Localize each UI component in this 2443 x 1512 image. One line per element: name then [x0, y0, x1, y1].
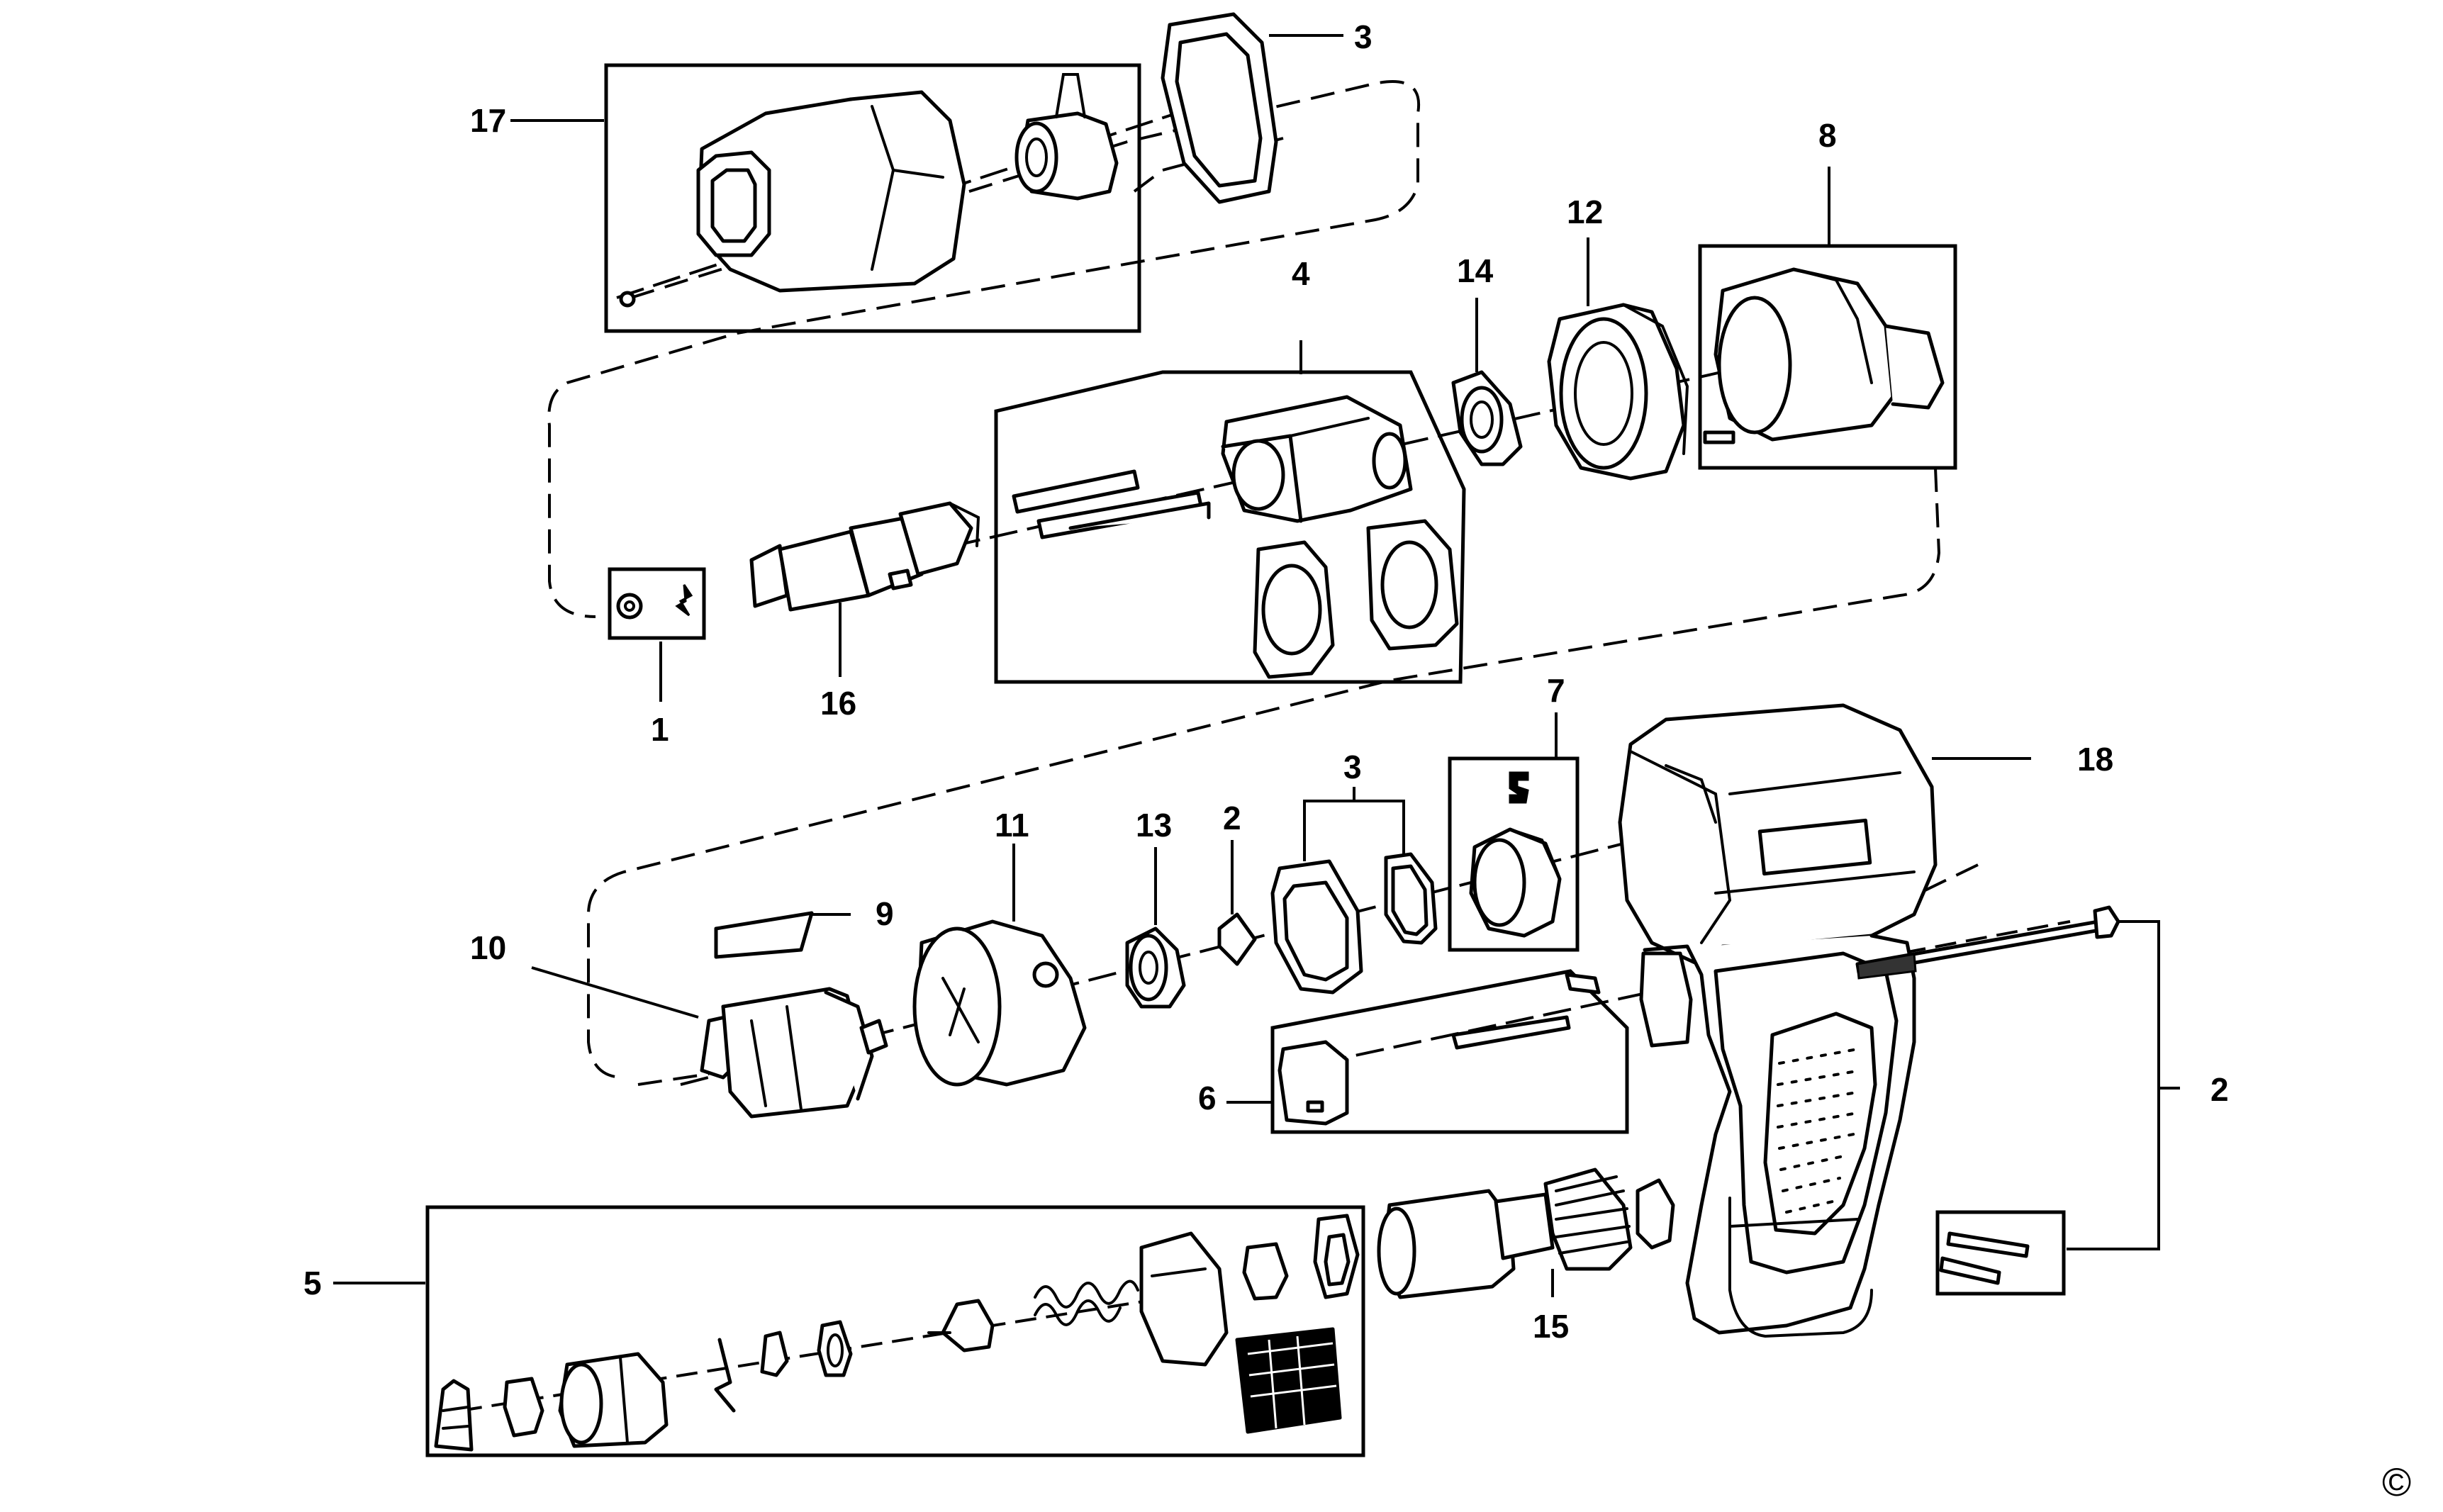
callout-12: 12 — [1567, 194, 1603, 230]
cylinder-11 — [912, 919, 1087, 1087]
part-group-7-box — [1448, 756, 1580, 952]
copyright-symbol: © — [2382, 1460, 2411, 1504]
callout-labels: 17 3 8 12 14 4 1 16 7 18 3 2 13 11 9 10 … — [303, 18, 2411, 1504]
part-group-4-box — [994, 370, 1466, 684]
callout-4: 4 — [1292, 255, 1310, 292]
callout-15: 15 — [1533, 1308, 1569, 1345]
callout-16: 16 — [820, 685, 856, 722]
anvil-16 — [749, 501, 980, 612]
callout-17: 17 — [470, 102, 506, 139]
callout-2-right: 2 — [2210, 1071, 2229, 1108]
filter-mesh — [1247, 1335, 1337, 1429]
callout-11: 11 — [995, 807, 1029, 844]
leader-lines — [333, 34, 2180, 1297]
callout-18: 18 — [2077, 741, 2113, 778]
callout-9: 9 — [876, 895, 894, 932]
front-plate-12 — [1547, 303, 1689, 481]
part-group-8-box — [1698, 244, 1957, 470]
gasket-3-top — [1161, 12, 1278, 204]
part-group-6-box — [1270, 969, 1629, 1134]
callout-7: 7 — [1547, 672, 1565, 709]
callout-3-top: 3 — [1354, 18, 1373, 55]
callout-5-left: 5 — [303, 1265, 322, 1301]
callout-10: 10 — [470, 929, 506, 966]
pin-2-upper — [1217, 912, 1257, 966]
seals-near-15 — [1139, 1214, 1360, 1367]
vane-9 — [714, 911, 814, 959]
callout-1: 1 — [651, 711, 669, 748]
part-group-1-box — [608, 567, 706, 640]
rotor-10 — [700, 987, 888, 1119]
part-group-5-box — [425, 1205, 1365, 1457]
valve-15 — [1377, 1167, 1675, 1299]
bearing-14 — [1451, 370, 1523, 466]
gaskets-3-mid — [1270, 852, 1438, 995]
part-group-17-box — [604, 63, 1141, 333]
callout-2-upper: 2 — [1223, 800, 1241, 836]
tool-housing-18 — [1618, 703, 1938, 1338]
callout-14: 14 — [1457, 252, 1494, 289]
callout-8: 8 — [1818, 117, 1837, 154]
callout-3-mid: 3 — [1343, 749, 1362, 785]
rear-plate-13 — [1125, 926, 1186, 1009]
grip-texture — [1777, 1048, 1862, 1214]
screw-2 — [1855, 905, 2120, 980]
callout-13: 13 — [1136, 807, 1172, 844]
callout-6: 6 — [1198, 1080, 1217, 1116]
part-group-2-pins-box — [1935, 1210, 2066, 1296]
